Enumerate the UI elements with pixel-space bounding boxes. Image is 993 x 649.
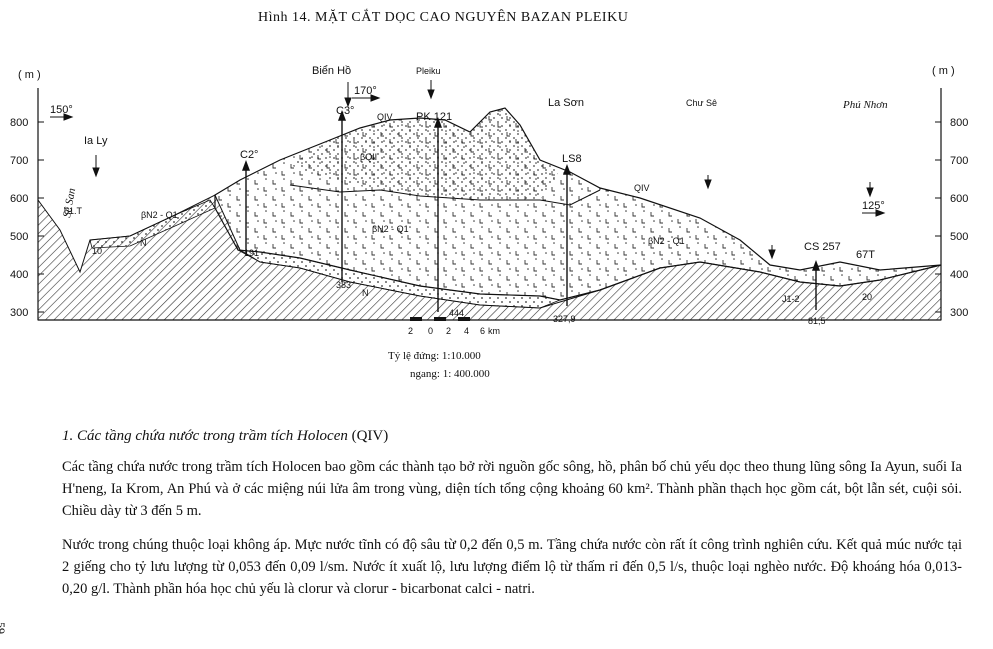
tick-right-500: 500 — [950, 231, 968, 243]
unit-bn2q1-a: βN2 - Q1 — [141, 210, 178, 220]
scale-4: 4 — [464, 326, 469, 336]
tick-left-800: 800 — [10, 117, 28, 129]
unit-qiv-1: QIV — [377, 112, 393, 122]
paragraph-1: Các tầng chứa nước trong trầm tích Holoc… — [62, 459, 962, 519]
label-ls8: LS8 — [562, 153, 582, 165]
section-heading-symbol: (QIV) — [351, 428, 389, 444]
unit-left: ( m ) — [18, 69, 41, 81]
label-chu-se: Chư Sê — [686, 98, 717, 108]
tick-right-600: 600 — [950, 193, 968, 205]
label-170: 170° — [354, 85, 377, 97]
section-heading-text: 1. Các tầng chứa nước trong trầm tích Ho… — [62, 428, 348, 444]
unit-bn2q1-b: βN2 - Q1 — [372, 224, 409, 234]
page-number: 59 — [0, 622, 8, 634]
label-pleiku: Pleiku — [416, 66, 441, 76]
cross-section-diagram: ( m ) ( m ) 800 700 600 500 400 300 800 … — [10, 65, 968, 336]
tick-left-700: 700 — [10, 155, 28, 167]
depth-10: 10 — [92, 246, 102, 256]
unit-j12: J1-2 — [782, 294, 800, 304]
location-arrows — [50, 80, 886, 260]
label-67t: 67T — [856, 249, 875, 261]
unit-n-b: N — [362, 288, 369, 298]
tick-right-700: 700 — [950, 155, 968, 167]
tick-right-400: 400 — [950, 269, 968, 281]
label-pk121: PK 121 — [416, 111, 452, 123]
cross-section-figure: ( m ) ( m ) 800 700 600 500 400 300 800 … — [10, 65, 968, 380]
depth-444: 444 — [449, 308, 464, 318]
label-61t: 61.T — [64, 206, 83, 216]
tick-left-600: 600 — [10, 193, 28, 205]
scale-bar: 2 0 2 4 6 km — [408, 317, 500, 336]
boreholes — [241, 110, 821, 312]
scale-0: 0 — [428, 326, 433, 336]
label-c3: C3° — [336, 105, 354, 117]
tick-right-300: 300 — [950, 307, 968, 319]
depth-383: 383 — [336, 280, 351, 290]
basalt-dotted-zone — [290, 108, 560, 200]
right-tick-labels: 800 700 600 500 400 300 — [950, 117, 968, 319]
unit-bq: βQII — [360, 152, 377, 162]
scale-2b: 2 — [446, 326, 451, 336]
label-125: 125° — [862, 200, 885, 212]
depth-81-5: 81,5 — [808, 316, 826, 326]
unit-bn2q1-c: βN2 - Q1 — [648, 236, 685, 246]
depth-191: 191 — [244, 248, 259, 258]
unit-right: ( m ) — [932, 65, 955, 77]
unit-n-a: N — [140, 238, 147, 248]
left-tick-labels: 800 700 600 500 400 300 — [10, 117, 28, 319]
tick-right-800: 800 — [950, 117, 968, 129]
unit-qiv-2: QIV — [634, 183, 650, 193]
scale-km: km — [488, 326, 500, 336]
label-la-son: La Sơn — [548, 97, 584, 109]
label-ia-ly: Ia Ly — [84, 135, 108, 147]
scale-horizontal: ngang: 1: 400.000 — [410, 368, 490, 380]
tick-left-300: 300 — [10, 307, 28, 319]
depth-327-9: 327,9 — [553, 314, 576, 324]
depth-20: 20 — [862, 292, 872, 302]
label-c2: C2° — [240, 149, 258, 161]
scale-vertical: Tỷ lệ đứng: 1:10.000 — [388, 350, 481, 362]
label-cs257: CS 257 — [804, 241, 841, 253]
scale-6: 6 — [480, 326, 485, 336]
figure-title: Hình 14. MẶT CẮT DỌC CAO NGUYÊN BAZAN PL… — [258, 10, 629, 25]
tick-left-500: 500 — [10, 231, 28, 243]
label-se-san: Sê San — [61, 187, 78, 219]
label-bien-ho: Biển Hồ — [312, 65, 351, 77]
label-phu-nhon: Phú Nhơn — [842, 99, 888, 111]
tick-left-400: 400 — [10, 269, 28, 281]
basalt-contact-line — [289, 184, 601, 206]
section-heading: 1. Các tầng chứa nước trong trầm tích Ho… — [62, 428, 388, 445]
scale-2a: 2 — [408, 326, 413, 336]
label-150: 150° — [50, 104, 73, 116]
paragraph-2: Nước trong chúng thuộc loại không áp. Mự… — [62, 537, 962, 597]
